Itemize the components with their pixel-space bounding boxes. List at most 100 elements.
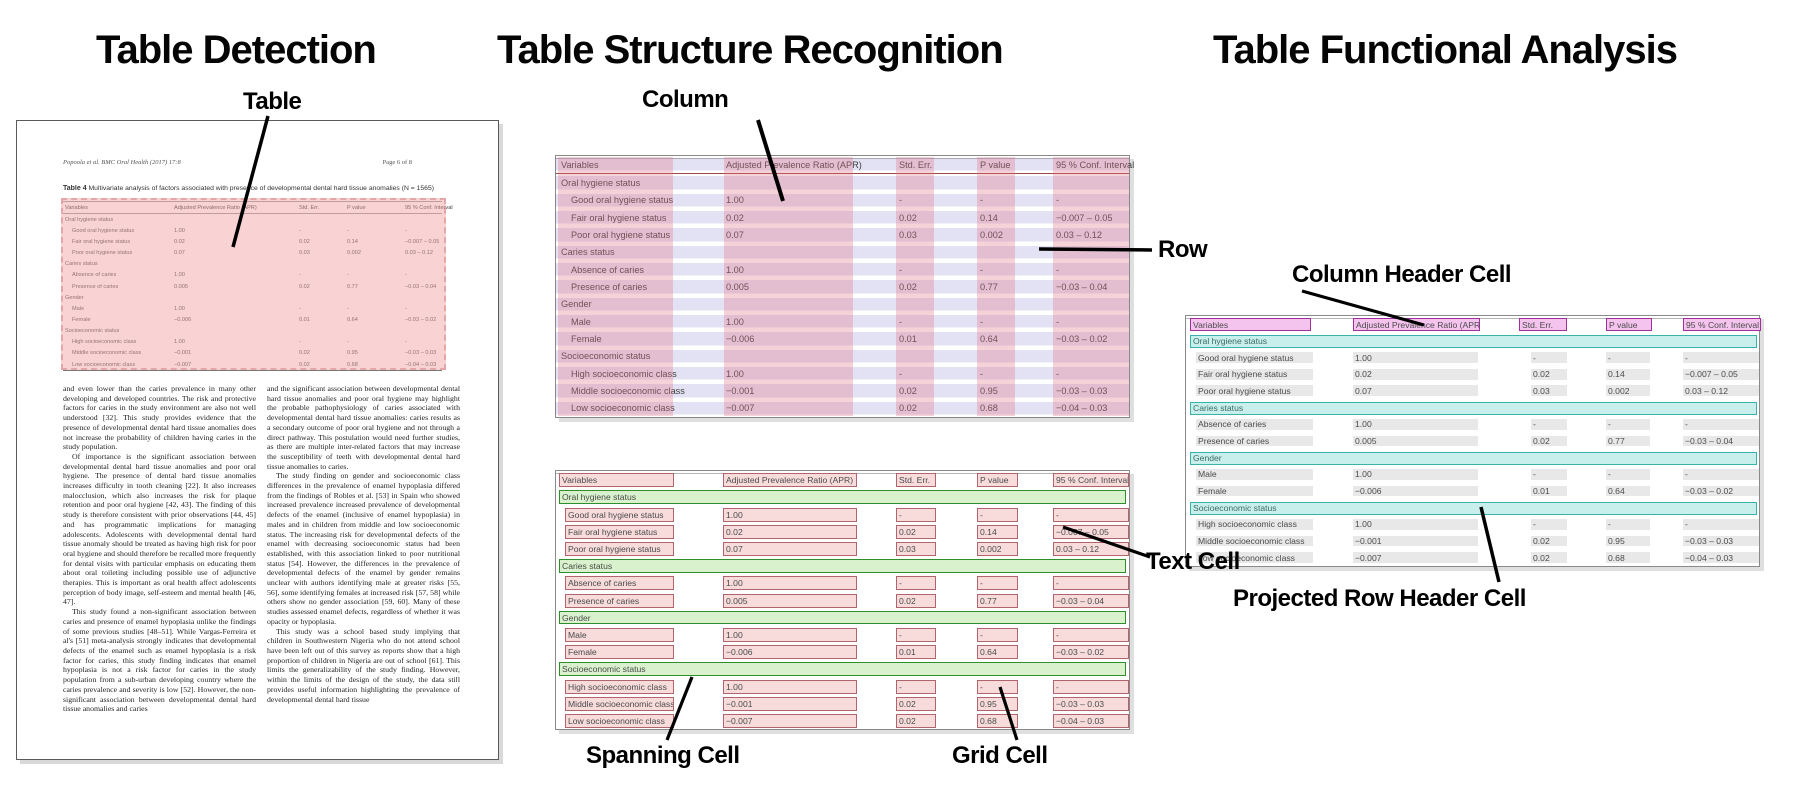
- table-caption-text: Multivariate analysis of factors associa…: [86, 185, 435, 192]
- projected-row-header-cell-annotation-label: Projected Row Header Cell: [1233, 585, 1526, 612]
- table-cell: 1.00: [723, 679, 857, 694]
- table-section-row: Oral hygiene status: [1186, 333, 1759, 350]
- section-header-cell: Oral hygiene status: [561, 177, 641, 188]
- table-cell: 0.02: [299, 350, 310, 357]
- header-cell: P value: [1606, 318, 1652, 332]
- table-cell: 0.03: [899, 229, 917, 240]
- header-cell: Std. Err.: [1519, 318, 1567, 332]
- header-cell: 95 % Conf. Interval: [1683, 318, 1761, 332]
- header-cell: Adjusted Prevalence Ratio (APR): [726, 159, 862, 170]
- table-cell: 0.02: [899, 212, 917, 223]
- table-cell: −0.001: [726, 385, 755, 396]
- table-cell: Female: [72, 316, 91, 323]
- table-cell: −0.03 – 0.03: [1683, 535, 1759, 547]
- table-cell: Absence of caries: [571, 264, 645, 275]
- table-section-row: Gender: [63, 292, 442, 303]
- table-cell: 0.03 – 0.12: [405, 250, 433, 257]
- table-cell: 0.005: [174, 283, 188, 290]
- table-cell: 0.005: [1353, 435, 1478, 447]
- table-cell: Good oral hygiene status: [1196, 352, 1313, 363]
- title-table-functional-analysis: Table Functional Analysis: [1213, 28, 1678, 72]
- table-cell: 1.00: [723, 628, 857, 643]
- table-section-row: Caries status: [556, 557, 1129, 574]
- table-section-row: Caries status: [556, 243, 1129, 261]
- table-cell: -: [1606, 518, 1650, 530]
- table-cell: 0.02: [896, 593, 936, 608]
- table-cell: High socioeconomic class: [72, 339, 137, 346]
- table-cell: -: [980, 195, 984, 206]
- table-cell: -: [1606, 418, 1650, 430]
- table-cell: -: [1053, 507, 1129, 522]
- table-data-row: Female −0.006 0.01 0.64 −0.03 – 0.02: [63, 314, 442, 325]
- document-page: Popoola et al. BMC Oral Health (2017) 17…: [16, 120, 499, 760]
- table-cell: 1.00: [1353, 352, 1478, 363]
- table-cell: -: [347, 227, 349, 234]
- header-cell: Adjusted Prevalence Ratio (APR): [174, 204, 257, 211]
- table-cell: -: [299, 272, 301, 279]
- table-cell: 0.02: [896, 696, 936, 711]
- table-cell: -: [977, 679, 1018, 694]
- table-annotation-label: Table: [243, 88, 302, 115]
- header-cell: P value: [977, 473, 1018, 488]
- table-cell: 1.00: [174, 305, 185, 312]
- table-section-row: Caries status: [63, 259, 442, 270]
- table-cell: -: [977, 507, 1018, 522]
- table-cell: 0.77: [980, 281, 998, 292]
- table-cell: 0.64: [347, 316, 358, 323]
- table-cell: -: [1683, 418, 1759, 430]
- table-cell: Male: [1196, 468, 1313, 480]
- table-cell: -: [1606, 468, 1650, 480]
- table-cell: -: [1056, 195, 1060, 206]
- table-cell: -: [1683, 468, 1759, 480]
- table-cell: Low socioeconomic class: [565, 714, 674, 729]
- table-cell: Female: [565, 645, 674, 660]
- document-page-number: Page 6 of 8: [382, 159, 412, 166]
- table-cell: 1.00: [1353, 468, 1478, 480]
- header-cell: Variables: [559, 473, 674, 488]
- header-cell: Variables: [65, 204, 88, 211]
- table-cell: 0.02: [726, 212, 744, 223]
- table-cell: Good oral hygiene status: [72, 227, 135, 234]
- table-cell: 0.03: [896, 542, 936, 556]
- table-cell: -: [1056, 368, 1060, 379]
- table-cell: Middle socioeconomic class: [565, 696, 674, 711]
- row-annotation-label: Row: [1158, 236, 1208, 263]
- table-cell: 1.00: [1353, 418, 1478, 430]
- table-cell: −0.006: [174, 316, 192, 323]
- section-header-cell: Caries status: [559, 559, 1126, 573]
- table-cell: Good oral hygiene status: [565, 507, 674, 522]
- table-cell: Poor oral hygiene status: [565, 542, 674, 556]
- header-cell: P value: [347, 204, 366, 211]
- table-cell: 0.01: [299, 316, 310, 323]
- table-cell: 1.00: [726, 264, 744, 275]
- table-cell: -: [896, 628, 936, 643]
- table-cell: 1.00: [726, 368, 744, 379]
- header-cell: Std. Err.: [299, 204, 320, 211]
- section-header-cell: Caries status: [561, 247, 615, 258]
- table-cell: -: [977, 628, 1018, 643]
- table-cell: 0.14: [1606, 368, 1650, 380]
- body-paragraph: This study was a school based study impl…: [267, 626, 460, 704]
- table-cell: -: [1056, 264, 1060, 275]
- table-cell: -: [1053, 679, 1129, 694]
- table-cell: -: [899, 195, 903, 206]
- table-cell: 0.64: [980, 333, 998, 344]
- table-cell: −0.03 – 0.04: [1056, 281, 1108, 292]
- table-cell: 0.95: [980, 385, 998, 396]
- table-cell: 0.03 – 0.12: [1056, 229, 1102, 240]
- table-cell: −0.03 – 0.02: [405, 316, 437, 323]
- table-section-row: Oral hygiene status: [556, 174, 1129, 192]
- table-section-row: Caries status: [1186, 399, 1759, 416]
- table-cell: Fair oral hygiene status: [565, 524, 674, 539]
